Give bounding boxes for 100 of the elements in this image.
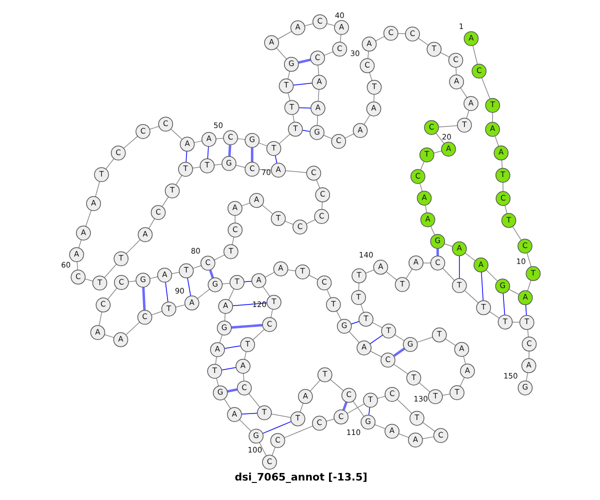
connector (316, 180, 320, 188)
node-circle: C (236, 380, 252, 396)
node-circle: T (294, 264, 310, 280)
connector (175, 175, 182, 185)
node-circle: T (270, 211, 286, 226)
node-circle: A (440, 142, 456, 157)
node-circle: T (449, 385, 464, 400)
connector (363, 114, 370, 125)
connector (192, 265, 201, 269)
node-circle: C (359, 58, 374, 74)
node-circle: T (350, 290, 366, 305)
node-circle: A (137, 227, 152, 242)
node-circle: T (178, 263, 194, 278)
node-circle: A (372, 260, 388, 275)
node-circle: A (68, 247, 84, 262)
connector (84, 278, 93, 282)
connector (444, 338, 456, 346)
connector (223, 398, 230, 409)
connector (360, 304, 364, 313)
connector (480, 272, 483, 301)
connector (78, 240, 82, 248)
node-circle: T (456, 118, 472, 133)
node-label: 90 (174, 286, 184, 296)
node-circle: G (336, 318, 352, 334)
connector (94, 181, 100, 198)
node-label: 40 (334, 11, 344, 20)
node-circle: A (361, 36, 376, 52)
node-circle: C (333, 410, 348, 424)
node-circle: T (362, 392, 378, 408)
connector (458, 256, 460, 279)
connector (344, 133, 354, 139)
node-circle: C (227, 222, 242, 238)
connector (240, 412, 258, 414)
node-circle: T (409, 410, 424, 426)
connector (432, 150, 442, 154)
node-circle: G (360, 414, 375, 430)
node-circle: A (517, 290, 532, 306)
connector (148, 126, 159, 130)
node-circle: T (266, 294, 281, 310)
node-circle: A (408, 432, 422, 448)
node-circle: C (404, 26, 420, 42)
connector (261, 204, 273, 214)
connector (346, 403, 364, 414)
connector (422, 436, 434, 440)
connector (424, 204, 426, 214)
node-circle: C (471, 64, 486, 79)
node-circle: C (306, 166, 321, 181)
connector (323, 51, 333, 56)
connector (374, 36, 384, 42)
node-circle: G (309, 125, 324, 140)
connector (164, 282, 168, 302)
connector (462, 356, 466, 365)
connector (250, 148, 253, 162)
node-circle: A (201, 132, 216, 147)
connector (317, 89, 319, 102)
connector (278, 134, 290, 144)
node-circle: G (244, 132, 260, 148)
node-circle: A (184, 296, 199, 310)
connector (330, 379, 344, 391)
connector (304, 23, 313, 26)
node-circle: C (340, 388, 356, 403)
connector (240, 202, 250, 206)
node-circle: A (90, 325, 105, 340)
connector (224, 313, 226, 322)
connector (374, 424, 386, 430)
node-circle: T (206, 364, 222, 379)
node-label: 110 (346, 428, 360, 438)
node-circle: T (431, 328, 446, 342)
connector (284, 220, 293, 225)
connector (287, 92, 290, 101)
connector (419, 183, 422, 192)
node-circle: G (517, 380, 532, 396)
connector (372, 322, 382, 328)
node-circle: G (135, 272, 150, 288)
connector (271, 446, 276, 456)
node-circle: A (493, 146, 508, 160)
connector (392, 348, 405, 357)
node-circle: T (287, 122, 302, 137)
node-circle: T (278, 78, 294, 94)
node-circle: T (451, 278, 466, 294)
connector (502, 182, 503, 192)
node-circle: C (312, 14, 327, 30)
node-circle: A (454, 342, 469, 357)
connector (299, 402, 303, 412)
connector (472, 45, 478, 65)
node-circle: G (216, 320, 232, 336)
connector (500, 160, 502, 168)
node-circle: T (94, 167, 108, 182)
connector (488, 311, 500, 318)
connector (292, 114, 294, 122)
connector (277, 31, 292, 40)
connector (317, 64, 319, 76)
connector (170, 272, 180, 274)
node-label: 10 (516, 257, 526, 266)
node-circle: T (284, 100, 299, 115)
node-circle: C (222, 130, 238, 146)
connector (368, 407, 370, 416)
node-circle: A (484, 122, 500, 137)
connector (244, 351, 246, 360)
connector (442, 268, 454, 281)
